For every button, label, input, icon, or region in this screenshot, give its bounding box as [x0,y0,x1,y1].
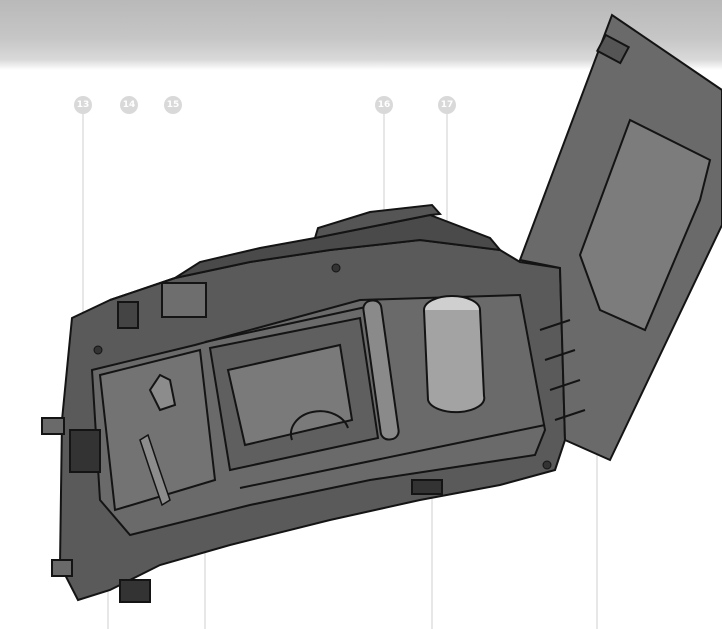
rewind-chamber [98,348,217,512]
take-up-spool [423,309,486,414]
flash-hump [313,203,443,240]
rewind-fork [148,373,177,412]
lens-rear-element [289,410,349,441]
gate-opening [226,343,354,447]
door-hinge-ribs [539,319,586,421]
film-lock-lever [69,429,101,473]
callout-13: 13 [74,96,92,114]
callout-15: 15 [164,96,182,114]
strap-lug-bottom [51,559,73,577]
door-latch-tab [595,33,631,65]
dx-contacts [139,433,171,507]
screw-3 [542,460,552,470]
camera-top-plate [109,213,503,301]
callout-14: 14 [120,96,138,114]
battery-cover [119,579,151,603]
back-latch [411,479,443,495]
callout-17: 17 [438,96,456,114]
rangefinder-window [117,301,139,329]
strap-lug-left [41,417,65,435]
film-rail-top [204,304,376,343]
callout-16: 16 [375,96,393,114]
screw-1 [93,345,103,355]
sprocket-roller [362,299,400,441]
screw-2 [331,263,341,273]
viewfinder-window [161,282,207,318]
pressure-plate [578,118,712,332]
film-rail-bottom [239,424,546,489]
